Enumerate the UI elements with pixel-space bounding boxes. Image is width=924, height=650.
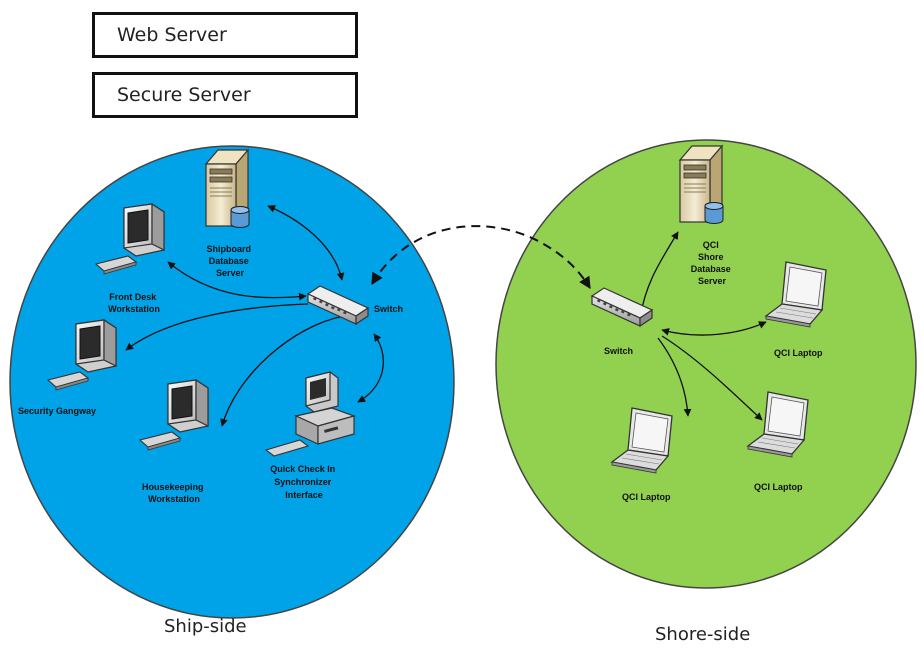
ship-switch-label: Switch <box>374 304 403 314</box>
front-desk-label: Front Desk Workstation <box>108 292 160 314</box>
laptop-bottom-left-label: QCI Laptop <box>622 492 671 502</box>
shore-db-label: QCI Shore Database Server <box>691 240 734 286</box>
secure-server-label: Secure Server <box>117 84 251 106</box>
inter-site-link <box>371 225 591 290</box>
secure-server-box: Secure Server <box>92 72 358 118</box>
shore-switch-label: Switch <box>604 346 633 356</box>
security-gangway-label: Security Gangway <box>18 406 96 416</box>
quick-check-label: Quick Check In Synchronizer Interface <box>270 464 338 500</box>
ship-connections <box>125 205 384 427</box>
housekeeping-label: Housekeeping Workstation <box>142 482 206 504</box>
laptop-bottom-right-label: QCI Laptop <box>754 482 803 492</box>
shore-side-region <box>495 139 917 589</box>
shipboard-server-icon <box>205 149 250 229</box>
shipboard-db-label: Shipboard Database Server <box>206 244 253 278</box>
shore-side-caption: Shore-side <box>655 624 750 645</box>
shore-server-icon <box>679 145 724 225</box>
laptop-right-label: QCI Laptop <box>774 348 823 358</box>
web-server-label: Web Server <box>117 24 227 46</box>
web-server-box: Web Server <box>92 12 358 58</box>
ship-side-caption: Ship-side <box>164 616 247 637</box>
